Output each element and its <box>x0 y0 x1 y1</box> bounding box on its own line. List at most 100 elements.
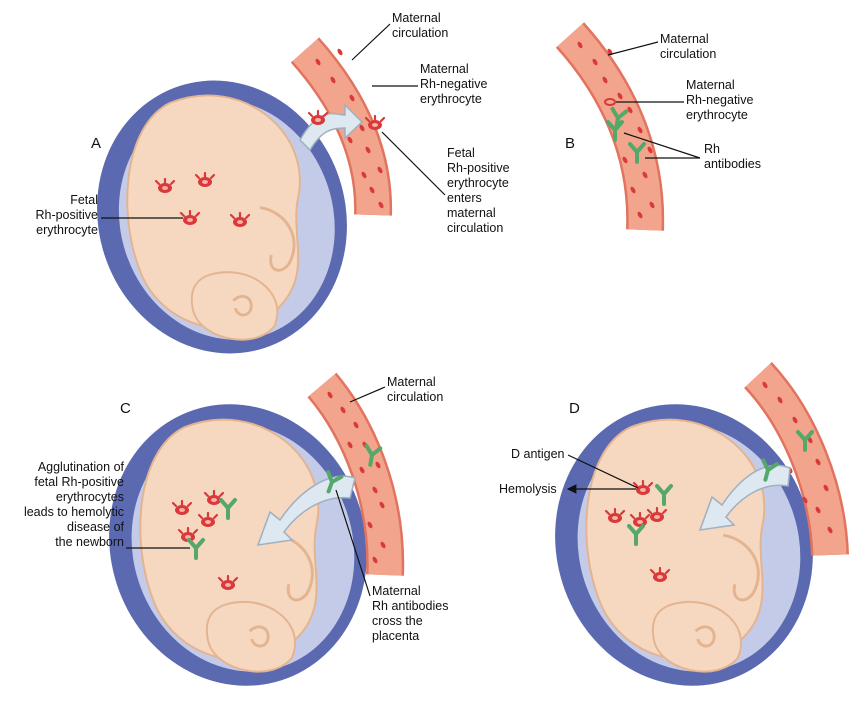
panel-d-crossing-antibody <box>761 458 779 482</box>
panel-a-vessel-erythrocyte <box>361 171 367 179</box>
panel-d-agglutinated-cell-3-center <box>654 515 660 519</box>
label-d-hemolysis: Hemolysis <box>499 482 557 496</box>
panel-c-fetus-fetus-arm <box>276 533 314 602</box>
panel-c-antibody-1 <box>219 498 237 520</box>
panel-c-cross-arrow <box>256 475 356 546</box>
panel-b-vessel-erythrocyte <box>647 146 653 154</box>
panel-a-fetal-cell-3-antigens <box>154 177 176 186</box>
panel-letter-a: A <box>91 135 102 152</box>
panel-d-fetal-cell <box>649 566 671 582</box>
panel-a-vessel-erythrocyte <box>378 201 384 209</box>
panel-a-fetal-cell-5-antigens <box>229 211 251 220</box>
panel-b-vessel-erythrocyte <box>642 171 648 179</box>
panel-c-fetal-cell-antigens <box>217 574 239 583</box>
panel-a-fetal-cell-2-antigens <box>194 171 216 180</box>
panel-b-vessel-erythrocyte <box>617 92 623 100</box>
panel-b-leader-antibody-1 <box>623 132 701 159</box>
panel-d-agglutinated-cell-1 <box>604 507 626 523</box>
panel-b-antibody-2 <box>628 142 646 164</box>
panel-d-fetal-cell-antigens <box>649 566 671 575</box>
panel-c-agglutinated-cell-1-antigens <box>171 499 193 508</box>
panel-d-vessel <box>745 363 847 556</box>
panel-d-fetal-cell-center <box>657 575 663 579</box>
panel-d-vessel-erythrocyte <box>815 506 821 514</box>
panel-c-crossing-antibody <box>326 470 344 494</box>
panel-a-vessel-erythrocyte <box>315 58 321 66</box>
panel-a-vessel-erythrocyte <box>349 94 355 102</box>
panel-c-agglutinated-cell-2-antigens <box>197 511 219 520</box>
panel-c-vessel-erythrocyte <box>347 441 353 449</box>
panel-a-vessel-erythrocyte <box>365 146 371 154</box>
panel-c-vessel-erythrocyte <box>367 521 373 529</box>
panel-c-agglutinated-cell-2-center <box>205 520 211 524</box>
panel-a-fetal-cell-3 <box>154 177 176 193</box>
panel-a-leader-circulation <box>351 23 391 61</box>
panel-d-vessel-erythrocyte <box>815 458 821 466</box>
label-a-maternal-rh-negative: Maternal Rh-negative erythrocyte <box>420 62 488 106</box>
panel-d-agglutinated-cell-1-center <box>612 516 618 520</box>
panel-b-vessel-erythrocyte <box>577 41 583 49</box>
panel-b-vessel-erythrocyte <box>627 106 633 114</box>
panel-d-vessel-antibody <box>796 430 814 452</box>
panel-d-target-cell-center <box>640 488 646 492</box>
panel-c-leader-circulation <box>349 386 386 403</box>
label-c-agglutination: Agglutination of fetal Rh-positive eryth… <box>23 460 124 549</box>
panel-b-vessel-erythrocyte <box>649 201 655 209</box>
panel-a-maternal-fetal-cell <box>364 114 386 130</box>
panel-d-target-cell-antigens <box>632 479 654 488</box>
panel-letter-d: D <box>569 400 580 417</box>
panel-d-agglutinated-cell-2-antigens <box>629 511 651 520</box>
panel-b-vessel-erythrocyte <box>630 186 636 194</box>
panel-a-fetus <box>97 80 347 354</box>
panel-a-fetus-fetus-arm <box>259 206 296 272</box>
panel-b-vessel-erythrocyte <box>637 126 643 134</box>
panel-d-fetus-fetus-body <box>585 418 766 661</box>
panel-c-fetus-fetus-body <box>139 418 320 661</box>
panel-d-vessel-erythrocyte <box>762 381 768 389</box>
panel-a-maternal-fetal-cell-antigens <box>364 114 386 123</box>
panel-c-fetus-fetus-head <box>205 601 296 673</box>
panel-a-vessel-erythrocyte <box>337 48 343 56</box>
panel-b-antibody-3 <box>610 106 629 130</box>
panel-d-vessel-erythrocyte <box>777 396 783 404</box>
label-a-maternal-circulation: Maternal circulation <box>392 11 449 40</box>
panel-a-fetal-cell-5-center <box>237 220 243 224</box>
panel-c-agglutinated-cell-3-antigens <box>203 489 225 498</box>
panel-c-antibody-2 <box>187 538 205 560</box>
panel-c-fetal-cell-center <box>225 583 231 587</box>
panel-d-vessel-erythrocyte <box>802 496 808 504</box>
label-c-maternal-circulation: Maternal circulation <box>387 375 444 404</box>
panel-c-agglutinated-cell-3-center <box>211 498 217 502</box>
panel-b-rh-negative-cell <box>604 98 616 106</box>
panel-c-vessel-erythrocyte <box>327 391 333 399</box>
panel-c-vessel-erythrocyte <box>379 501 385 509</box>
panel-c-vessel-erythrocyte <box>340 406 346 414</box>
panel-d-fetus-fetus-arm <box>722 533 760 602</box>
panel-b-vessel <box>557 23 662 231</box>
panel-a-fetal-cell-1-antigens <box>307 109 329 118</box>
panel-c-fetal-cell <box>217 574 239 590</box>
panel-c-vessel-antibody <box>364 443 383 467</box>
label-a-fetal-rh-positive: Fetal Rh-positive erythrocyte <box>35 193 98 237</box>
panel-d-fetus <box>555 404 813 686</box>
panel-d-vessel-erythrocyte <box>827 526 833 534</box>
panel-c-vessel-erythrocyte <box>359 466 365 474</box>
panel-c-fetus <box>109 404 367 686</box>
panel-a-vessel-erythrocyte <box>369 186 375 194</box>
panel-d-fetus-fetus-ear <box>694 625 716 648</box>
panel-a-fetal-cell-1 <box>307 109 329 125</box>
panel-c-agglutinated-cell-1-center <box>179 508 185 512</box>
panel-a-fetal-cell-1-center <box>315 118 321 122</box>
panel-c-vessel-erythrocyte <box>380 541 386 549</box>
panel-a-fetal-cell-5 <box>229 211 251 227</box>
panel-b-vessel-erythrocyte <box>637 211 643 219</box>
panel-d-vessel-erythrocyte <box>823 484 829 492</box>
panel-a-fetal-cell-4-center <box>187 218 193 222</box>
panel-c-leader-cross <box>335 489 371 597</box>
panel-a-fetus-fetus-head <box>190 271 279 341</box>
label-b-rh-antibodies: Rh antibodies <box>704 142 761 171</box>
panel-c-agglutinated-cell-3 <box>203 489 225 505</box>
label-b-maternal-circulation: Maternal circulation <box>660 32 717 61</box>
